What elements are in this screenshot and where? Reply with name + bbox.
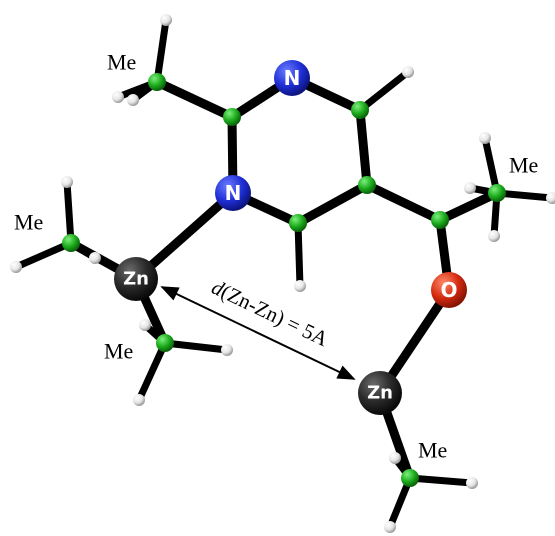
- methyl-label: Me: [14, 210, 43, 235]
- zinc-label: Zn: [123, 269, 149, 290]
- zinc-label: Zn: [367, 383, 393, 404]
- hydrogen-atom: [389, 452, 401, 464]
- hydrogen-atom: [488, 230, 500, 242]
- hydrogen-atom: [10, 261, 22, 273]
- hydrogen-atom: [133, 394, 145, 406]
- zinc-atom-right: Zn: [358, 371, 402, 415]
- carbon-atom: [223, 108, 241, 126]
- bond: [435, 188, 502, 225]
- carbon-atom: [156, 334, 174, 352]
- methyl-label: Me: [104, 339, 133, 364]
- bond: [293, 180, 372, 228]
- bond: [161, 339, 231, 354]
- bond: [153, 16, 170, 86]
- nitrogen-label: N: [225, 181, 242, 205]
- oxygen-label: O: [440, 278, 457, 302]
- distance-arrow: [160, 286, 356, 380]
- hydrogen-atom: [61, 176, 73, 188]
- bond: [362, 180, 445, 225]
- methyl-label: Me: [107, 50, 136, 75]
- hydrogen-atom: [402, 66, 414, 78]
- zinc-atom-left: Zn: [114, 257, 158, 301]
- bond: [135, 339, 169, 404]
- bond: [356, 68, 412, 114]
- hydrogen-atom: [466, 477, 478, 489]
- bond: [12, 239, 75, 271]
- carbon-atoms: [62, 73, 506, 487]
- carbon-atom: [401, 469, 419, 487]
- oxygen-atom: O: [431, 272, 467, 308]
- hydrogen-atom: [112, 91, 124, 103]
- hydrogen-atom: [160, 14, 172, 26]
- hydrogen-atom: [479, 132, 491, 144]
- bond: [152, 77, 237, 122]
- hydrogen-atom: [294, 280, 306, 292]
- carbon-atom: [358, 176, 376, 194]
- carbon-atom: [351, 101, 369, 119]
- nitrogen-atom-top: N: [274, 60, 310, 96]
- methyl-label: Me: [509, 153, 538, 178]
- hydrogen-atom: [139, 319, 151, 331]
- bond: [63, 178, 75, 247]
- hydrogen-atom: [127, 94, 139, 106]
- nitrogen-atom-left: N: [215, 175, 251, 211]
- hydrogen-atom: [384, 521, 396, 533]
- bond: [493, 189, 555, 202]
- bond: [355, 105, 372, 190]
- hydrogen-atom: [464, 182, 476, 194]
- carbon-atom: [289, 214, 307, 232]
- carbon-atom: [431, 211, 449, 229]
- hydrogen-atom: [546, 192, 555, 204]
- carbon-atom: [62, 234, 80, 252]
- hydrogen-atom: [221, 344, 233, 356]
- nitrogen-label: N: [284, 66, 301, 90]
- methyl-label: Me: [418, 438, 447, 463]
- carbon-atom: [488, 184, 506, 202]
- carbon-atom: [148, 73, 166, 91]
- bond: [481, 134, 501, 197]
- hydrogen-atom: [89, 252, 101, 264]
- bond: [406, 474, 476, 487]
- bond-group-hydrogen: [12, 16, 555, 531]
- bond: [294, 219, 304, 290]
